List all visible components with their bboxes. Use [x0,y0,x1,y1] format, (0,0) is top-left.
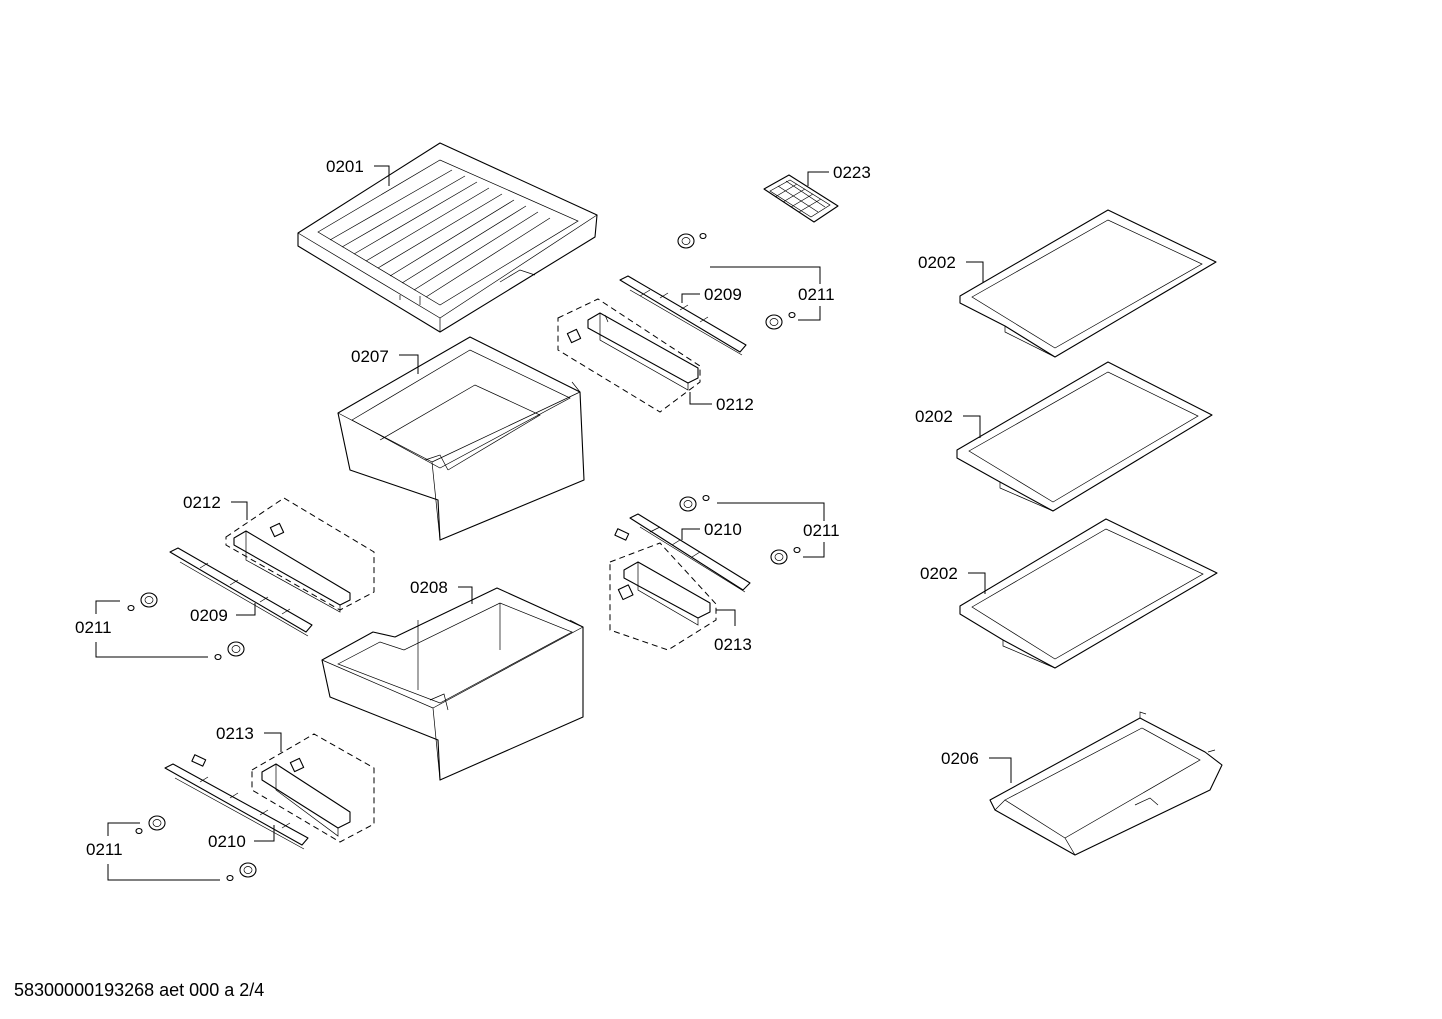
part-0207-upper-drawer [337,336,585,541]
label-0202-a: 0202 [918,253,956,272]
part-0206-drawer-cover [989,711,1223,856]
part-0213-rail-support-left [251,733,375,843]
label-0210-mid: 0210 [704,520,742,539]
part-0202-glass-shelf-1 [959,209,1217,358]
part-0211-rollers-upper [677,232,796,330]
part-0212-rail-support-left [225,497,375,613]
label-0213-right: 0213 [714,635,752,654]
part-0211-rollers-left-lower [135,815,257,882]
part-0211-rollers-mid [679,494,801,565]
part-0212-rail-support-upper [557,298,701,413]
label-0211-mid-right: 0211 [803,521,840,540]
part-0202-glass-shelf-3 [959,518,1218,669]
part-0209-telescopic-rail-upper [619,275,747,356]
label-0208: 0208 [410,578,448,597]
label-0209-upper: 0209 [704,285,742,304]
label-0211-upper-right: 0211 [798,285,835,304]
label-0210-left: 0210 [208,832,246,851]
part-0209-telescopic-rail-left [169,547,313,637]
part-0210-telescopic-rail-mid [614,513,751,593]
label-0211-left-upper: 0211 [75,618,112,637]
part-0223-small-tray [763,174,839,223]
label-0201: 0201 [326,157,364,176]
label-0209-left: 0209 [190,606,228,625]
part-0201-cover-plate [297,142,598,333]
label-0202-b: 0202 [915,407,953,426]
document-footer-id: 58300000193268 aet 000 a 2/4 [14,980,265,1000]
label-0207: 0207 [351,347,389,366]
part-0213-rail-support-right [609,542,717,651]
part-0202-glass-shelf-2 [956,361,1213,512]
label-0223: 0223 [833,163,871,182]
label-0212-upper: 0212 [716,395,754,414]
label-0213-left: 0213 [216,724,254,743]
label-0212-left: 0212 [183,493,221,512]
part-0208-lower-drawer [321,587,584,781]
label-0211-left-lower: 0211 [86,840,123,859]
label-0202-c: 0202 [920,564,958,583]
part-0210-telescopic-rail-left [164,754,309,850]
label-0206: 0206 [941,749,979,768]
part-0211-rollers-left-upper [127,592,245,661]
